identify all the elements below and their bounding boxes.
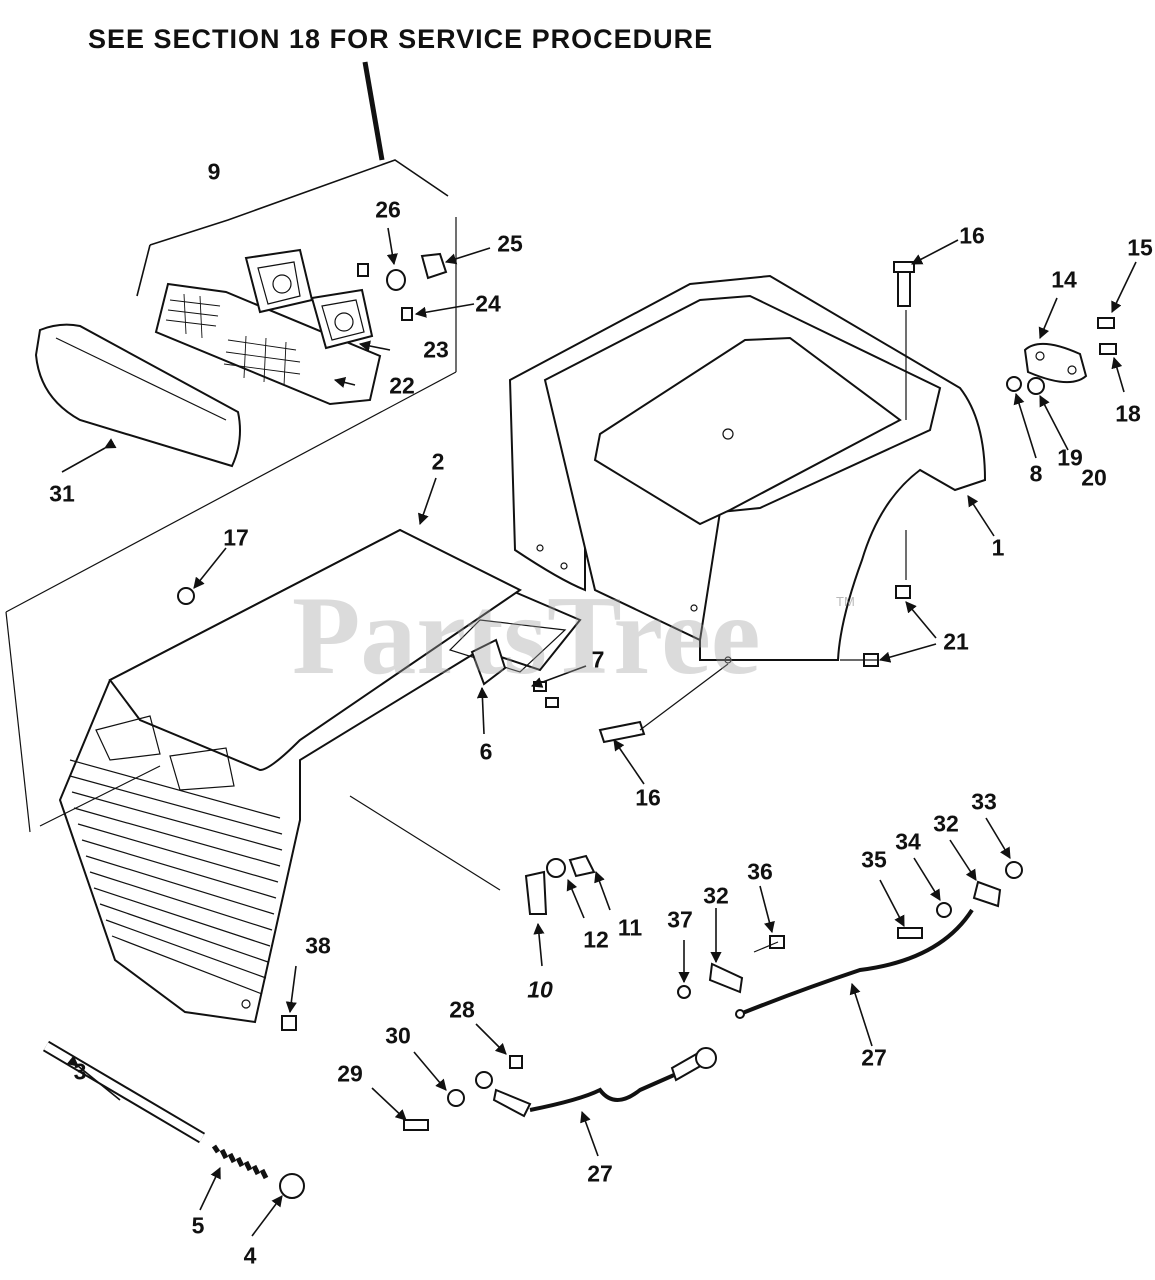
callout-36: 36: [747, 858, 773, 885]
hood-bracket-10: [524, 854, 596, 915]
fender-hardware: [177, 261, 915, 744]
leader-arrows: [61, 227, 1137, 1237]
callout-11: 11: [617, 914, 643, 941]
callout-7: 7: [591, 646, 605, 673]
callout-25: 25: [497, 230, 523, 257]
callout-32-left: 32: [703, 882, 729, 909]
service-procedure-note: SEE SECTION 18 FOR SERVICE PROCEDURE: [88, 24, 714, 54]
callout-3: 3: [73, 1058, 87, 1085]
callout-27-upper: 27: [861, 1044, 887, 1071]
callout-37: 37: [667, 906, 693, 933]
callout-33: 33: [971, 788, 997, 815]
bracket-14: [1006, 317, 1117, 395]
trademark-mark: TM: [836, 594, 855, 609]
callout-23: 23: [423, 336, 449, 363]
callout-17: 17: [223, 524, 249, 551]
ground-cable-lower: [403, 1047, 717, 1131]
callout-34: 34: [895, 828, 921, 855]
callout-4: 4: [243, 1242, 257, 1269]
lens-22: [154, 282, 382, 406]
callout-21: 21: [943, 628, 969, 655]
callout-9: 9: [207, 158, 221, 185]
callout-32-right: 32: [933, 810, 959, 837]
callout-2: 2: [431, 448, 445, 475]
callout-29: 29: [337, 1060, 363, 1087]
light-assembly-outline: [5, 217, 457, 833]
callout-38: 38: [305, 932, 331, 959]
callout-1: 1: [991, 534, 1005, 561]
callout-14: 14: [1051, 266, 1077, 293]
partstree-watermark: PartsTree: [292, 574, 761, 698]
bulb-clips-socket: [357, 252, 448, 321]
callout-16-bottom: 16: [635, 784, 661, 811]
callout-19: 19: [1057, 444, 1083, 471]
callout-5: 5: [191, 1212, 205, 1239]
fender-pan-1: [508, 274, 987, 664]
housing-23: [244, 248, 374, 350]
callout-12: 12: [583, 926, 609, 953]
callout-16-top: 16: [959, 222, 985, 249]
hood-pivot-rod: [42, 1015, 305, 1199]
callout-18: 18: [1115, 400, 1141, 427]
hood-2: [39, 528, 582, 1024]
callout-35: 35: [861, 846, 887, 873]
callout-24: 24: [475, 290, 501, 317]
callout-22: 22: [389, 372, 415, 399]
callout-8: 8: [1029, 460, 1043, 487]
callout-28: 28: [449, 996, 475, 1023]
callout-10: 10: [527, 976, 553, 1003]
callout-31: 31: [49, 480, 75, 507]
callout-27-lower: 27: [587, 1160, 613, 1187]
callout-26: 26: [375, 196, 401, 223]
ground-cable-upper: [677, 861, 1023, 1019]
callout-6: 6: [479, 738, 493, 765]
callout-30: 30: [385, 1022, 411, 1049]
bezel-31: [34, 323, 241, 468]
header-pointer-line: [136, 61, 449, 297]
callout-20: 20: [1081, 464, 1107, 491]
callout-15: 15: [1127, 234, 1153, 261]
